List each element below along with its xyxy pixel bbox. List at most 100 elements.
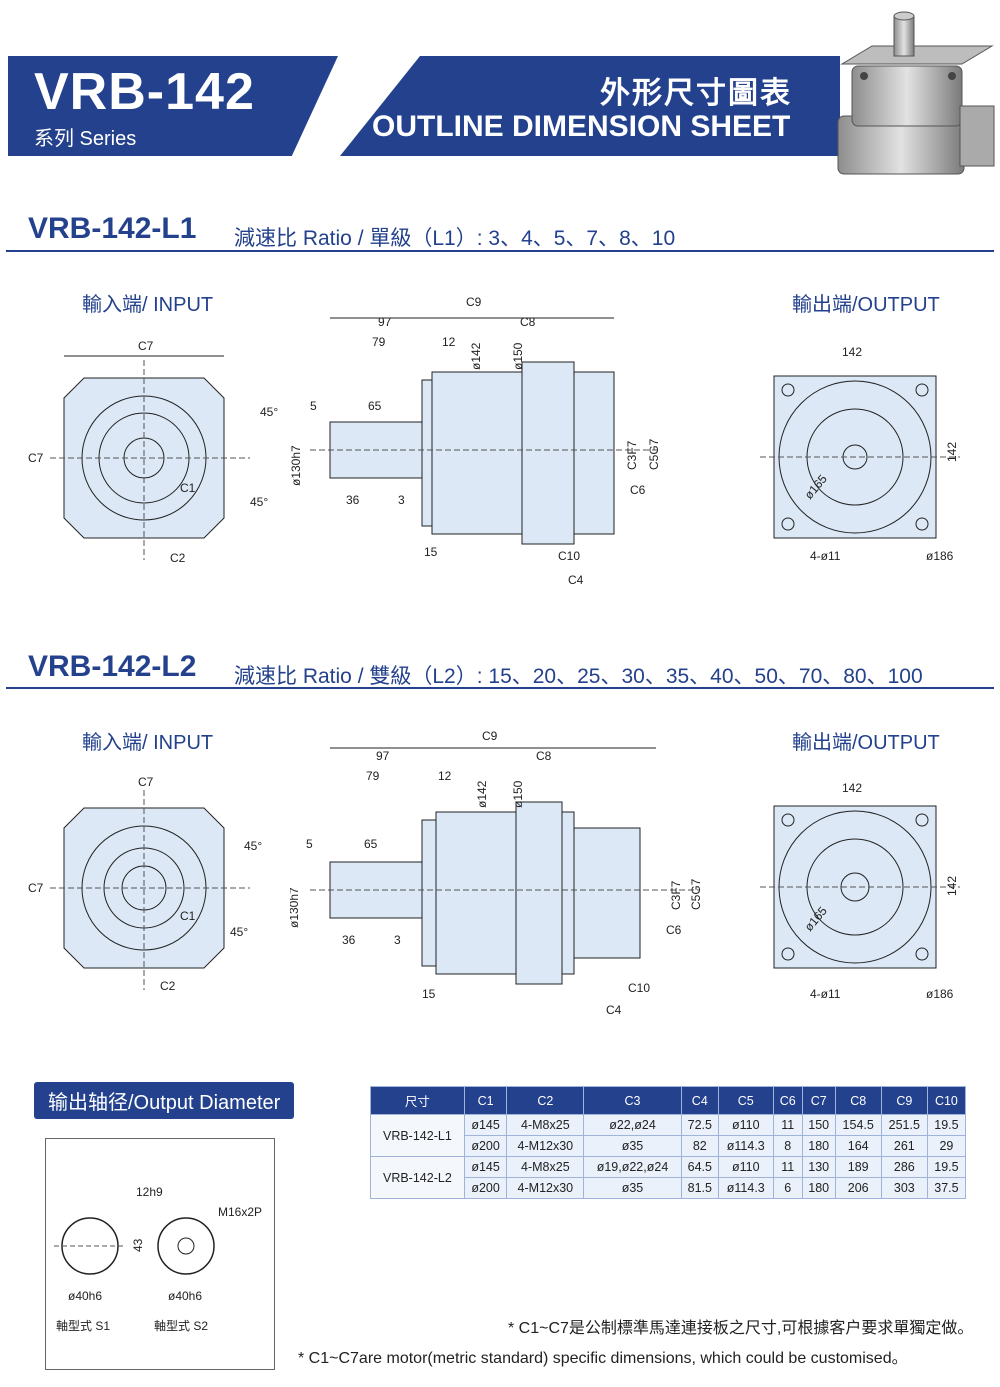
- model-cell: VRB-142-L2: [370, 1156, 465, 1199]
- s2-height: 43: [131, 1238, 145, 1252]
- dim-c6: C6: [666, 923, 682, 937]
- col-header: 尺寸: [370, 1086, 465, 1115]
- col-header: C2: [506, 1086, 585, 1115]
- table-cell: ø114.3: [717, 1135, 774, 1157]
- table-cell: 81.5: [680, 1177, 719, 1199]
- note-cn: * C1~C7是公制標準馬達連接板之尺寸,可根據客户要求單獨定做。: [508, 1320, 974, 1337]
- dim-c10: C10: [558, 549, 580, 563]
- dim-12: 12: [442, 335, 456, 349]
- col-header: C1: [463, 1086, 508, 1115]
- dim-angle-lower: 45°: [230, 925, 248, 939]
- model-title: VRB-142: [34, 63, 255, 121]
- dim-c8: C8: [536, 749, 552, 763]
- output-label-l2: 輸出端/OUTPUT: [792, 732, 940, 754]
- dim-c3: C3F7: [669, 880, 683, 910]
- dim-d186: ø186: [926, 549, 954, 563]
- dim-97: 97: [376, 749, 390, 763]
- table-cell: 261: [880, 1135, 928, 1157]
- dim-79: 79: [366, 769, 380, 783]
- dim-c4: C4: [568, 573, 584, 587]
- dim-c2: C2: [160, 979, 176, 993]
- dim-c10: C10: [628, 981, 650, 995]
- dim-142-top: 142: [842, 781, 862, 795]
- dim-c9: C9: [466, 295, 482, 309]
- table-cell: 130: [801, 1156, 836, 1178]
- col-header: C8: [834, 1086, 882, 1115]
- dim-142-top: 142: [842, 345, 862, 359]
- table-cell: 189: [834, 1156, 882, 1178]
- table-row: ø200 4-M12x30 ø35 81.5 ø114.3 6 180 206 …: [371, 1177, 967, 1199]
- table-cell: ø114.3: [717, 1177, 774, 1199]
- output-view-drawing-l2: 142 142 ø165 4-ø11 ø186: [760, 781, 960, 1001]
- table-cell: ø22,ø24: [583, 1114, 682, 1136]
- table-cell: 37.5: [926, 1177, 967, 1199]
- dim-5: 5: [306, 837, 313, 851]
- table-cell: ø200: [463, 1135, 508, 1157]
- dim-3: 3: [398, 493, 405, 507]
- dim-d130: ø130h7: [290, 887, 301, 928]
- col-header: C9: [880, 1086, 928, 1115]
- dim-15: 15: [422, 987, 436, 1001]
- dimension-table: 尺寸 C1 C2 C3 C4 C5 C6 C7 C8 C9 C10 VRB-14…: [370, 1086, 967, 1199]
- sheet-title-cn: 外形尺寸圖表: [600, 77, 792, 110]
- dim-65: 65: [368, 399, 382, 413]
- dim-d150: ø150: [511, 342, 525, 370]
- table-cell: ø145: [463, 1114, 508, 1136]
- table-cell: 303: [880, 1177, 928, 1199]
- header-left-banner: [8, 56, 338, 156]
- gearbox-product-image: [837, 11, 995, 175]
- dim-angle-lower: 45°: [250, 495, 268, 509]
- dim-97: 97: [378, 315, 392, 329]
- table-cell: 251.5: [880, 1114, 928, 1136]
- input-view-drawing-l1: C7 C7 C2 C1 45° 45°: [28, 339, 278, 565]
- dim-c6: C6: [630, 483, 646, 497]
- dim-d142: ø142: [469, 342, 483, 370]
- series-label: 系列 Series: [34, 128, 137, 150]
- col-header: C6: [772, 1086, 803, 1115]
- table-row: VRB-142-L1 ø145 4-M8x25 ø22,ø24 72.5 ø11…: [370, 1114, 967, 1157]
- dim-15: 15: [424, 545, 438, 559]
- table-cell: 150: [801, 1114, 836, 1136]
- table-cell: 6: [772, 1177, 803, 1199]
- input-view-drawing-l2: C7 C7 C2 C1 45° 45°: [28, 775, 262, 993]
- dim-142-right: 142: [945, 442, 959, 462]
- dim-c3: C3F7: [625, 440, 639, 470]
- dim-36: 36: [342, 933, 356, 947]
- col-header: C3: [583, 1086, 682, 1115]
- dim-d186: ø186: [926, 987, 954, 1001]
- table-cell: 29: [926, 1135, 967, 1157]
- table-cell: ø19,ø22,ø24: [583, 1156, 682, 1178]
- table-cell: 4-M12x30: [506, 1177, 585, 1199]
- table-cell: 4-M12x30: [506, 1135, 585, 1157]
- dim-c7-left: C7: [28, 451, 44, 465]
- side-view-drawing-l1: C9 97 C8 79 12 ø142 ø150 5 65 ø130h7 36 …: [290, 295, 661, 587]
- table-row: VRB-142-L2 ø145 4-M8x25 ø19,ø22,ø24 64.5…: [370, 1156, 967, 1199]
- input-label-l1: 輸入端/ INPUT: [82, 294, 214, 316]
- dim-d130: ø130h7: [290, 445, 303, 486]
- side-view-drawing-l2: C9 97 C8 79 12 ø142 ø150 5 65 ø130h7 36 …: [290, 729, 703, 1017]
- table-cell: 206: [834, 1177, 882, 1199]
- note-en: * C1~C7are motor(metric standard) specif…: [298, 1350, 908, 1367]
- dim-c5: C5G7: [647, 438, 661, 470]
- dim-c2: C2: [170, 551, 186, 565]
- table-cell: 11: [772, 1114, 803, 1136]
- s1-label: 軸型式 S1: [56, 1319, 110, 1333]
- dim-4-d11: 4-ø11: [810, 549, 841, 563]
- col-header: C7: [801, 1086, 836, 1115]
- dim-angle-upper: 45°: [260, 405, 278, 419]
- col-header: C5: [717, 1086, 774, 1115]
- col-header: C4: [680, 1086, 719, 1115]
- dim-142-right: 142: [945, 876, 959, 896]
- s2-label: 軸型式 S2: [154, 1319, 208, 1333]
- dim-c1: C1: [180, 909, 196, 923]
- table-cell: 180: [801, 1177, 836, 1199]
- dim-65: 65: [364, 837, 378, 851]
- output-view-drawing-l1: 142 142 ø165 4-ø11 ø186: [760, 345, 960, 563]
- ratio-text-l2: 減速比 Ratio / 雙級（L2）: 15、20、25、30、35、40、50…: [234, 665, 923, 688]
- table-cell: 19.5: [926, 1114, 967, 1136]
- table-cell: ø145: [463, 1156, 508, 1178]
- ratio-text-l1: 減速比 Ratio / 單級（L1）: 3、4、5、7、8、10: [234, 227, 676, 250]
- dim-angle-upper: 45°: [244, 839, 262, 853]
- table-cell: 8: [772, 1135, 803, 1157]
- sheet-title-en: OUTLINE DIMENSION SHEET: [372, 110, 791, 143]
